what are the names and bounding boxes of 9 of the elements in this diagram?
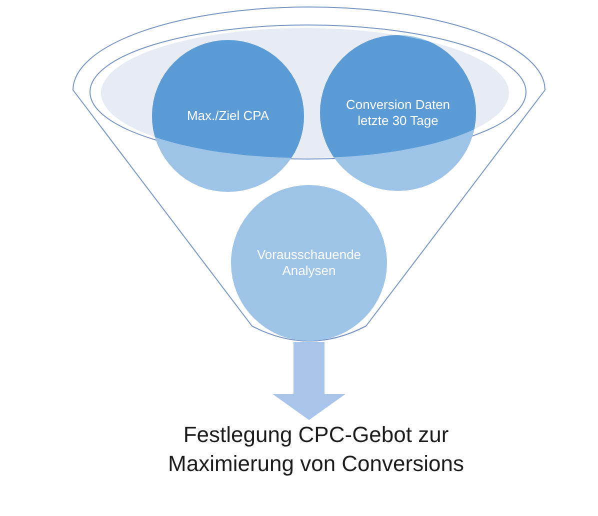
- result-text: Festlegung CPC-Gebot zur Maximierung von Conversions: [167, 420, 465, 478]
- circle-label: Vorausschauende Analysen: [256, 247, 362, 279]
- block-arrow: [272, 342, 346, 420]
- funnel-shape: [72, 6, 546, 342]
- circle: [320, 35, 476, 191]
- circle: [152, 40, 304, 192]
- circle-label: Conversion Daten letzte 30 Tage: [344, 97, 452, 129]
- circle-label: Max./Ziel CPA: [186, 108, 270, 124]
- circle: [231, 185, 387, 341]
